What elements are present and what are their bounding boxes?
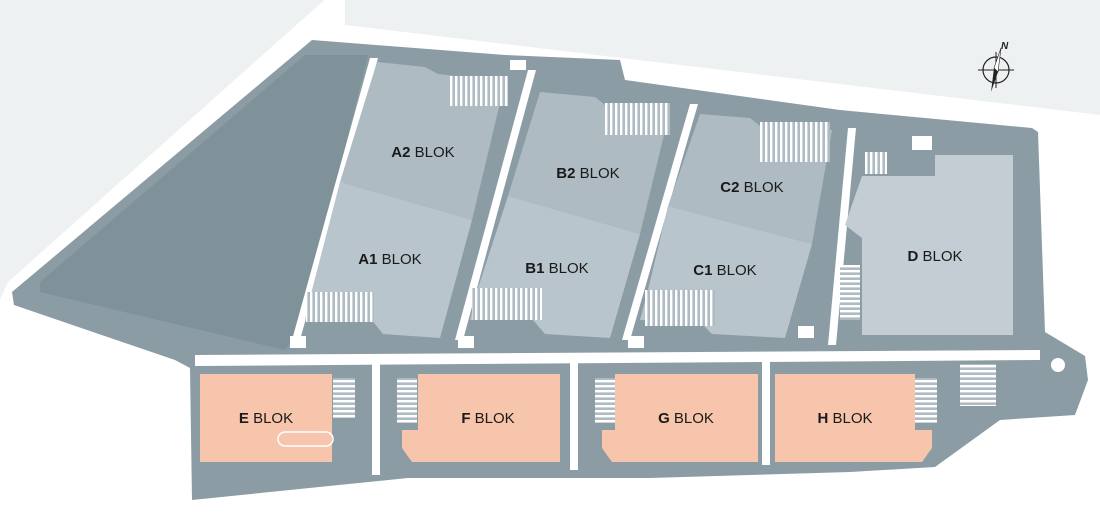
- loading-dock-c-top: [760, 122, 830, 162]
- block-label-f: F BLOK: [461, 410, 514, 427]
- block-label-a2: A2 BLOK: [391, 144, 454, 161]
- block-label-b2: B2 BLOK: [556, 165, 619, 182]
- block-label-e: E BLOK: [239, 410, 293, 427]
- roundabout: [1051, 358, 1065, 372]
- loading-dock-c-bottom: [645, 290, 715, 326]
- internal-road-2: [455, 70, 536, 340]
- internal-road-3: [622, 104, 698, 340]
- internal-road-5: [372, 360, 380, 475]
- internal-road-4: [828, 128, 856, 345]
- block-label-c2: C2 BLOK: [720, 179, 783, 196]
- loading-dock-h: [915, 378, 937, 423]
- internal-road-6: [570, 360, 578, 470]
- building-h: [775, 374, 932, 462]
- utility-structure-d: [912, 136, 932, 150]
- block-label-c1: C1 BLOK: [693, 262, 756, 279]
- block-label-a1: A1 BLOK: [358, 251, 421, 268]
- building-d: [845, 155, 1013, 335]
- utility-box-2: [458, 336, 474, 348]
- loading-dock-d-side: [840, 265, 860, 320]
- ramp-e: [277, 431, 334, 447]
- utility-box-5: [510, 60, 526, 70]
- utility-box-1: [290, 336, 306, 348]
- building-g: [602, 374, 758, 462]
- loading-dock-a-bottom: [306, 292, 374, 322]
- block-label-h: H BLOK: [817, 410, 872, 427]
- block-label-b1: B1 BLOK: [525, 260, 588, 277]
- site-ground-west: [40, 55, 368, 350]
- building-f: [402, 374, 560, 462]
- building-e: [200, 374, 332, 462]
- loading-dock-b-top: [605, 103, 670, 135]
- loading-dock-g: [595, 378, 615, 423]
- north-arrow-icon: N: [978, 41, 1014, 92]
- loading-dock-f: [397, 378, 417, 423]
- utility-box-4: [798, 326, 814, 338]
- loading-dock-b-bottom: [472, 288, 542, 320]
- internal-road-horizontal: [195, 350, 1040, 366]
- utility-box-3: [628, 336, 644, 348]
- loading-dock-e: [333, 378, 355, 418]
- internal-road-7: [762, 360, 770, 465]
- loading-dock-d-top: [865, 152, 887, 174]
- block-label-d: D BLOK: [907, 248, 962, 265]
- gatehouse: [960, 364, 996, 406]
- block-label-g: G BLOK: [658, 410, 714, 427]
- compass-north-label: N: [1001, 41, 1009, 52]
- loading-dock-a-top: [448, 76, 508, 106]
